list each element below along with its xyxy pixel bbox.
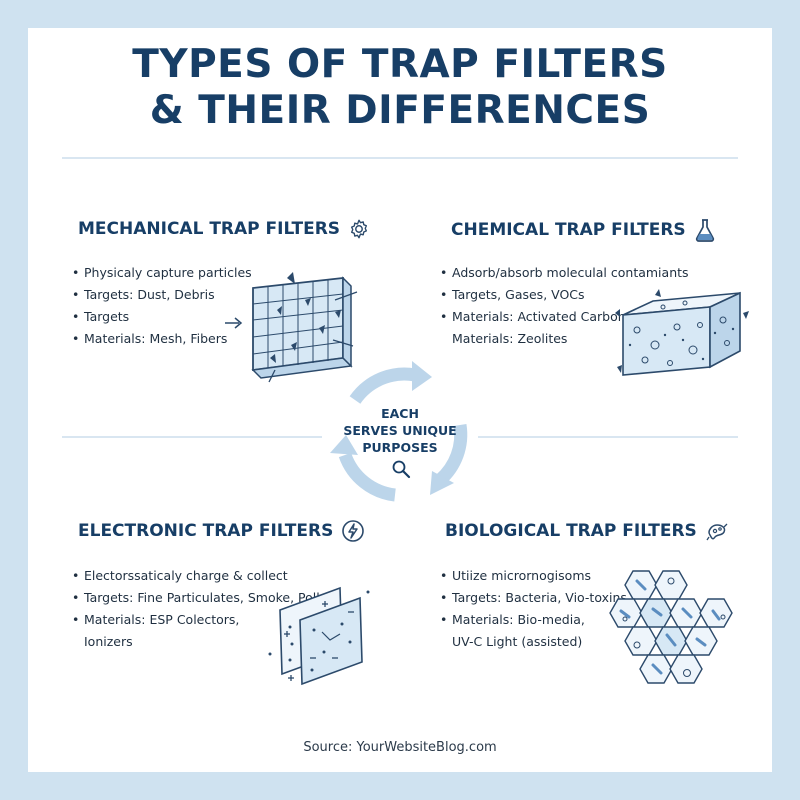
biological-section-title: BIOLOGICAL TRAP FILTERS <box>445 519 729 543</box>
flask-icon <box>695 219 714 242</box>
mechanical-title-text: MECHANICAL TRAP FILTERS <box>78 219 341 239</box>
gear-icon <box>351 219 368 239</box>
list-item: Electorssaticaly charge & collect <box>72 565 335 587</box>
list-item: Adsorb/absorb moleculal contamiants <box>440 262 689 284</box>
mechanical-section-title: MECHANICAL TRAP FILTERS <box>78 218 370 240</box>
list-item: UV-C Light (assisted) <box>452 634 583 649</box>
chemical-title-text: CHEMICAL TRAP FILTERS <box>451 220 686 240</box>
mechanical-list: Physicaly capture particles Targets: Dus… <box>72 262 252 350</box>
list-item: Utiize micrornogisoms <box>440 565 627 587</box>
biological-list: Utiize micrornogisoms Targets: Bacteria,… <box>440 565 627 653</box>
middle-divider-right <box>478 436 738 438</box>
electronic-title-text: ELECTRONIC TRAP FILTERS <box>78 521 334 541</box>
magnifier-icon <box>392 460 411 479</box>
lightning-icon <box>342 520 365 542</box>
list-item: Ionizers <box>84 634 133 649</box>
chemical-list: Adsorb/absorb moleculal contamiants Targ… <box>440 262 689 350</box>
bio-media-honeycomb-illustration <box>609 570 733 684</box>
mesh-filter-illustration <box>225 272 358 383</box>
list-item: Targets, Gases, VOCs <box>440 284 689 306</box>
middle-divider-left <box>62 436 322 438</box>
center-line-3: PURPOSES <box>362 440 438 455</box>
list-item: Targets <box>72 306 252 328</box>
activated-carbon-block-illustration <box>615 289 749 376</box>
list-item: Targets: Bacteria, Vio-toxins <box>440 587 627 609</box>
list-item: Materials: Bio-media, <box>440 609 627 631</box>
center-line-1: EACH <box>381 406 419 421</box>
list-item: Materials: Activated Carbon, <box>440 306 689 328</box>
title-line-1: TYPES OF TRAP FILTERS <box>132 42 668 87</box>
electronic-list: Electorssaticaly charge & collect Target… <box>72 565 335 653</box>
microbe-icon <box>706 523 728 541</box>
list-item: Materials: ESP Colectors, <box>72 609 335 631</box>
list-item: Targets: Dust, Debris <box>72 284 252 306</box>
electrostatic-plates-illustration <box>268 586 370 686</box>
electronic-section-title: ELECTRONIC TRAP FILTERS <box>78 519 365 543</box>
list-item: Physicaly capture particles <box>72 262 252 284</box>
chemical-section-title: CHEMICAL TRAP FILTERS <box>451 218 716 242</box>
biological-title-text: BIOLOGICAL TRAP FILTERS <box>445 521 697 541</box>
cycle-arrows-graphic <box>330 361 468 502</box>
title-line-2: & THEIR DIFFERENCES <box>149 88 651 133</box>
center-line-2: SERVES UNIQUE <box>343 423 457 438</box>
list-item: Materials: Mesh, Fibers <box>72 328 252 350</box>
list-item: Materials: Zeolites <box>452 331 568 346</box>
list-item: Targets: Fine Particulates, Smoke, Polle… <box>72 587 335 609</box>
top-divider <box>62 157 738 159</box>
source-caption: Source: YourWebsiteBlog.com <box>303 740 497 755</box>
